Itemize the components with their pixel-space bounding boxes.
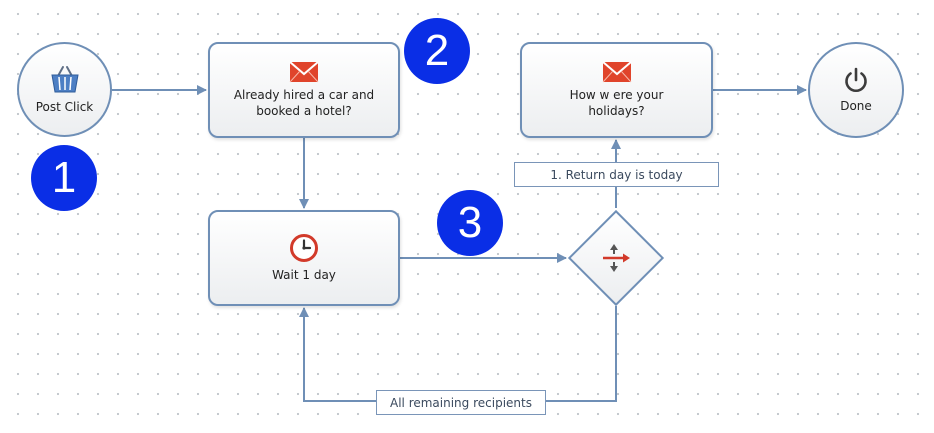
edge-label-return-day: 1. Return day is today xyxy=(514,162,719,187)
edge-split-loop-to-wait xyxy=(299,306,617,402)
done-node[interactable]: Done xyxy=(808,42,904,138)
email-1-label: Already hired a car and booked a hotel? xyxy=(233,88,375,118)
envelope-icon xyxy=(289,61,319,83)
step-badge-1: 1 xyxy=(31,145,97,211)
email-2-label: How w ere your holidays? xyxy=(569,88,664,118)
wait-node[interactable]: Wait 1 day xyxy=(208,210,400,306)
email-node-holidays[interactable]: How w ere your holidays? xyxy=(520,42,713,138)
split-arrows-icon xyxy=(603,244,630,272)
edge-label-remaining-recipients: All remaining recipients xyxy=(376,390,546,415)
email-node-hired-car[interactable]: Already hired a car and booked a hotel? xyxy=(208,42,400,138)
basket-icon xyxy=(50,65,79,92)
wait-label: Wait 1 day xyxy=(272,268,336,282)
envelope-icon xyxy=(601,61,632,83)
clock-icon xyxy=(290,234,318,262)
done-label: Done xyxy=(840,99,872,113)
post-click-node[interactable]: Post Click xyxy=(17,42,112,137)
power-icon xyxy=(845,67,867,92)
post-click-label: Post Click xyxy=(35,99,94,114)
step-badge-3: 3 xyxy=(437,190,503,256)
step-badge-2: 2 xyxy=(404,18,470,84)
